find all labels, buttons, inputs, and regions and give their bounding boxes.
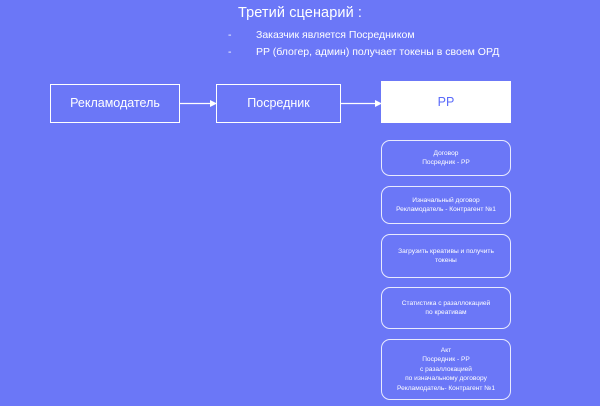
- page-title: Третий сценарий :: [237, 5, 363, 21]
- list-item: - Заказчик является Посредником: [228, 27, 588, 44]
- info-card-act[interactable]: Акт Посредник - PP с разаллокацией по из…: [381, 339, 511, 400]
- flow-box-pp-label: PP: [437, 94, 455, 109]
- info-card-text: Статистика с разаллокацией по креативам: [401, 299, 491, 316]
- bullet-text: Заказчик является Посредником: [256, 29, 415, 41]
- info-card-initial-contract[interactable]: Изначальный договор Рекламодатель - Конт…: [381, 186, 511, 224]
- flow-box-agent-label: Посредник: [247, 96, 310, 110]
- flow-box-advertiser[interactable]: Рекламодатель: [50, 84, 180, 123]
- info-card-text: Изначальный договор Рекламодатель - Конт…: [396, 196, 496, 213]
- info-card-text: Договор Посредник - PP: [422, 149, 470, 166]
- info-card-statistics[interactable]: Статистика с разаллокацией по креативам: [381, 287, 511, 329]
- info-card-upload-creatives[interactable]: Загрузить креативы и получить токены: [381, 234, 511, 278]
- info-card-contract-agent-pp[interactable]: Договор Посредник - PP: [381, 140, 511, 176]
- bullet-text: PP (блогер, админ) получает токены в сво…: [256, 46, 500, 58]
- info-card-text: Акт Посредник - PP с разаллокацией по из…: [396, 346, 496, 392]
- arrow-right-icon-agent-to-pp: [340, 100, 382, 107]
- bullet-dash-icon: -: [228, 46, 232, 58]
- arrow-right-icon-advertiser-to-agent: [179, 100, 217, 107]
- bullet-list: - Заказчик является Посредником - PP (бл…: [228, 27, 588, 61]
- list-item: - PP (блогер, админ) получает токены в с…: [228, 44, 588, 61]
- bullet-dash-icon: -: [228, 29, 232, 41]
- info-card-text: Загрузить креативы и получить токены: [398, 247, 494, 264]
- flow-box-agent[interactable]: Посредник: [216, 84, 341, 123]
- flow-box-advertiser-label: Рекламодатель: [70, 96, 160, 110]
- flow-box-pp[interactable]: PP: [381, 81, 511, 123]
